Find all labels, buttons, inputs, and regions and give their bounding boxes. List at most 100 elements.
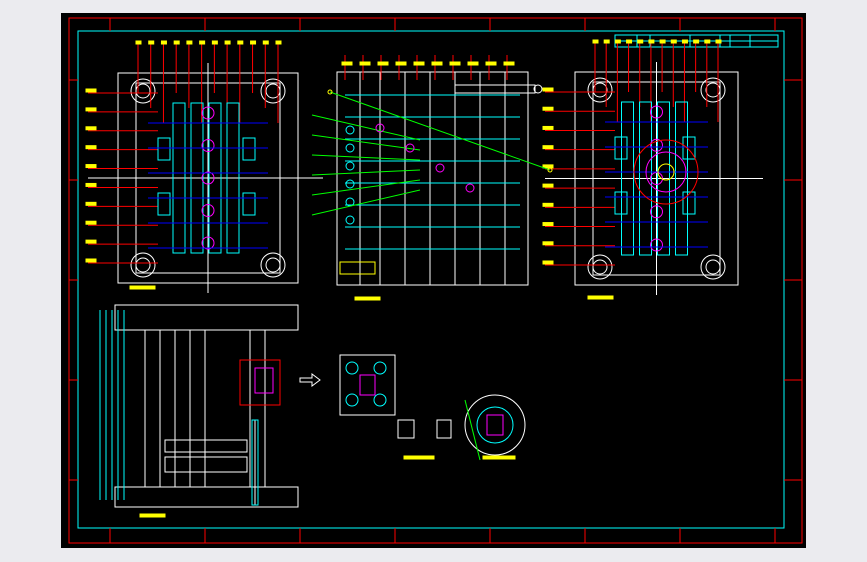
ejector-pin <box>201 204 215 217</box>
label-text <box>250 40 257 45</box>
slide-core <box>254 367 274 394</box>
label-text <box>85 88 97 93</box>
ejector-pin <box>465 183 475 193</box>
label-text <box>715 39 722 44</box>
label-text <box>403 455 435 460</box>
detail-view-c <box>436 419 452 439</box>
insert <box>621 101 634 256</box>
guide-pillar-bore <box>130 78 156 104</box>
ejector-pin <box>650 238 663 252</box>
label-text <box>542 106 554 111</box>
label-text <box>482 455 516 460</box>
detail-hole <box>345 393 359 407</box>
label-text <box>275 40 282 45</box>
top-plan-view-right <box>542 39 763 295</box>
detail-core <box>359 374 376 396</box>
slide-block <box>242 137 256 161</box>
ejector-pin <box>650 138 663 152</box>
view-label <box>129 285 156 290</box>
insert <box>208 102 222 254</box>
arrow-icon <box>299 373 321 387</box>
label-text <box>224 40 231 45</box>
label-text <box>173 40 180 45</box>
label-text <box>85 258 97 263</box>
guide-pillar-bore <box>260 78 286 104</box>
label-text <box>503 61 515 66</box>
detail-box <box>339 261 376 275</box>
ejector-plate <box>164 456 248 473</box>
detail-view-b <box>397 419 415 439</box>
drawing-frame <box>68 17 803 544</box>
insert <box>226 102 240 254</box>
guide-pillar-bore <box>587 77 613 103</box>
leader-line <box>329 91 551 171</box>
guide-pillar <box>135 83 151 99</box>
bolt <box>345 161 355 171</box>
label-text <box>129 285 156 290</box>
section-outline <box>336 71 529 286</box>
label-text <box>148 40 155 45</box>
detail-hole <box>373 361 387 375</box>
guide-pillar-bore <box>260 252 286 278</box>
insert <box>190 102 204 254</box>
label-text <box>85 126 97 131</box>
label-text <box>85 239 97 244</box>
label-text <box>681 39 688 44</box>
label-text <box>659 39 666 44</box>
detail-hole <box>345 361 359 375</box>
guide-pillar-bore <box>700 77 726 103</box>
label-text <box>186 40 193 45</box>
label-text <box>704 39 711 44</box>
leader-line <box>311 169 421 176</box>
callout <box>547 167 553 173</box>
slide-assembly <box>239 359 281 406</box>
label-text <box>542 145 554 150</box>
slide-block <box>157 137 171 161</box>
label-text <box>262 40 269 45</box>
label-text <box>85 145 97 150</box>
insert <box>639 101 652 256</box>
ejector-pin <box>435 163 445 173</box>
top-clamp-plate <box>114 304 299 331</box>
ejector-pin <box>201 139 215 152</box>
slide-block <box>157 192 171 216</box>
label-text <box>85 164 97 169</box>
insert <box>172 102 186 254</box>
slide-block <box>682 191 696 215</box>
slide-block <box>682 136 696 160</box>
label-text <box>395 61 407 66</box>
leader-line <box>311 179 421 196</box>
label-text <box>542 183 554 188</box>
guide-pillar <box>705 259 721 275</box>
label-text <box>485 61 497 66</box>
label-text <box>160 40 167 45</box>
sprue-bushing <box>454 84 536 94</box>
label-text <box>199 40 206 45</box>
label-text <box>431 61 443 66</box>
guide-pillar-bore <box>130 252 156 278</box>
guide-pillar <box>265 257 281 273</box>
callout <box>327 89 333 95</box>
ejector-pin <box>201 236 215 250</box>
label-text <box>542 164 554 169</box>
label-text <box>85 220 97 225</box>
label-text <box>542 222 554 227</box>
runner-circle <box>633 139 699 205</box>
ejector-rod <box>251 419 259 506</box>
detail-views <box>339 354 526 461</box>
guide-pillar <box>592 259 608 275</box>
ejector-retainer <box>164 439 248 453</box>
cross-section-view <box>311 55 553 301</box>
label-text <box>542 125 554 130</box>
bottom-clamp-plate <box>114 486 299 508</box>
label-text <box>139 513 166 518</box>
leader-line <box>311 134 421 151</box>
label-text <box>670 39 677 44</box>
guide-pillar <box>135 257 151 273</box>
guide-pillar-bore <box>587 254 613 280</box>
label-text <box>85 182 97 187</box>
label-text <box>542 260 554 265</box>
label-text <box>413 61 425 66</box>
drawing-canvas[interactable] <box>61 13 806 548</box>
